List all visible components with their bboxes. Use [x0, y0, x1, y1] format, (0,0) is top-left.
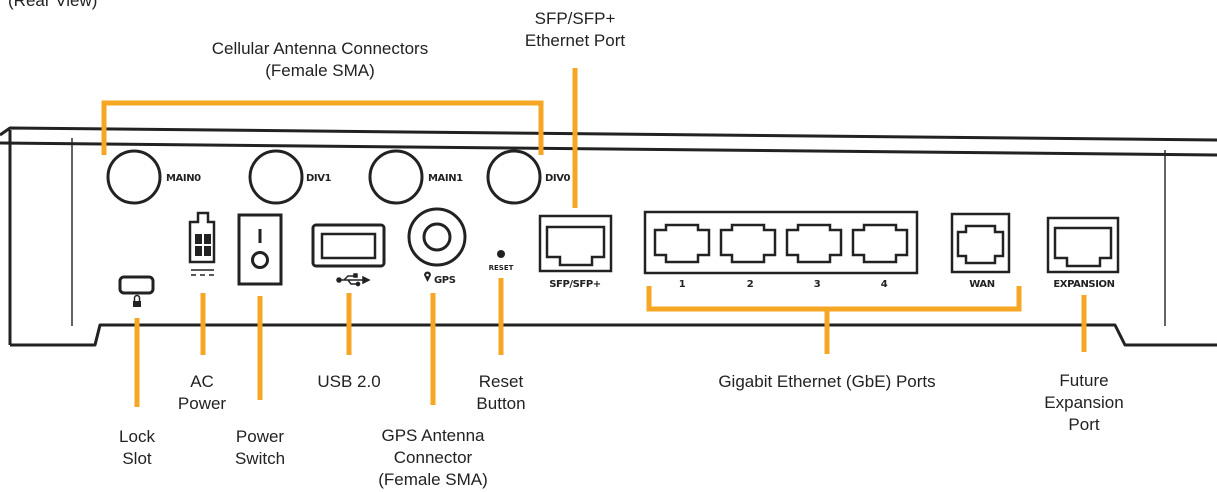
callout-leaders	[101, 68, 1087, 407]
lan2-label: 2	[747, 279, 754, 290]
gps-connector	[407, 207, 467, 267]
lan-port-1	[653, 223, 711, 264]
dc-power-icon	[191, 269, 214, 276]
main0-label: MAIN0	[166, 173, 201, 184]
wan-port	[950, 212, 1011, 274]
div0-label: DIV0	[545, 173, 571, 184]
usb-icon	[336, 273, 371, 287]
lock-icon	[133, 294, 141, 307]
lan1-label: 1	[679, 279, 686, 290]
lan-port-2	[719, 223, 777, 264]
sfp-callout: SFP/SFP+Ethernet Port	[524, 9, 626, 50]
lan-ports	[643, 210, 919, 275]
device-body	[0, 126, 1217, 347]
lock-slot	[118, 275, 155, 307]
reset-button	[497, 250, 505, 258]
gps-pin-icon	[424, 271, 431, 282]
expansion-label: EXPANSION	[1053, 279, 1114, 290]
div1-label: DIV1	[306, 173, 332, 184]
reset-label: RESET	[489, 264, 514, 272]
lan-port-4	[851, 223, 909, 264]
lan-port-3	[785, 223, 843, 264]
antenna-connectors	[106, 149, 542, 205]
antenna-div1	[248, 149, 304, 205]
power-switch	[237, 213, 283, 286]
gbe-callout: Gigabit Ethernet (GbE) Ports	[718, 372, 936, 391]
cellular-callout: Cellular Antenna Connectors(Female SMA)	[211, 39, 429, 80]
usb-callout: USB 2.0	[317, 372, 381, 391]
header-partial: (Rear View)	[8, 0, 97, 10]
ac-power-connector	[188, 211, 216, 276]
gbe-bracket	[646, 286, 1022, 312]
antenna-main1	[368, 149, 424, 205]
main1-label: MAIN1	[428, 173, 463, 184]
wan-label: WAN	[969, 279, 995, 290]
lan4-label: 4	[881, 279, 888, 290]
sfp-label: SFP/SFP+	[549, 279, 601, 290]
gps-label: GPS	[434, 275, 456, 286]
expansion-port	[1046, 216, 1120, 274]
lan3-label: 3	[814, 279, 821, 290]
usb-port	[311, 223, 386, 287]
sfp-port	[538, 214, 613, 273]
antenna-div0	[486, 149, 542, 205]
antenna-main0	[106, 149, 162, 205]
cellular-bracket	[101, 100, 544, 155]
